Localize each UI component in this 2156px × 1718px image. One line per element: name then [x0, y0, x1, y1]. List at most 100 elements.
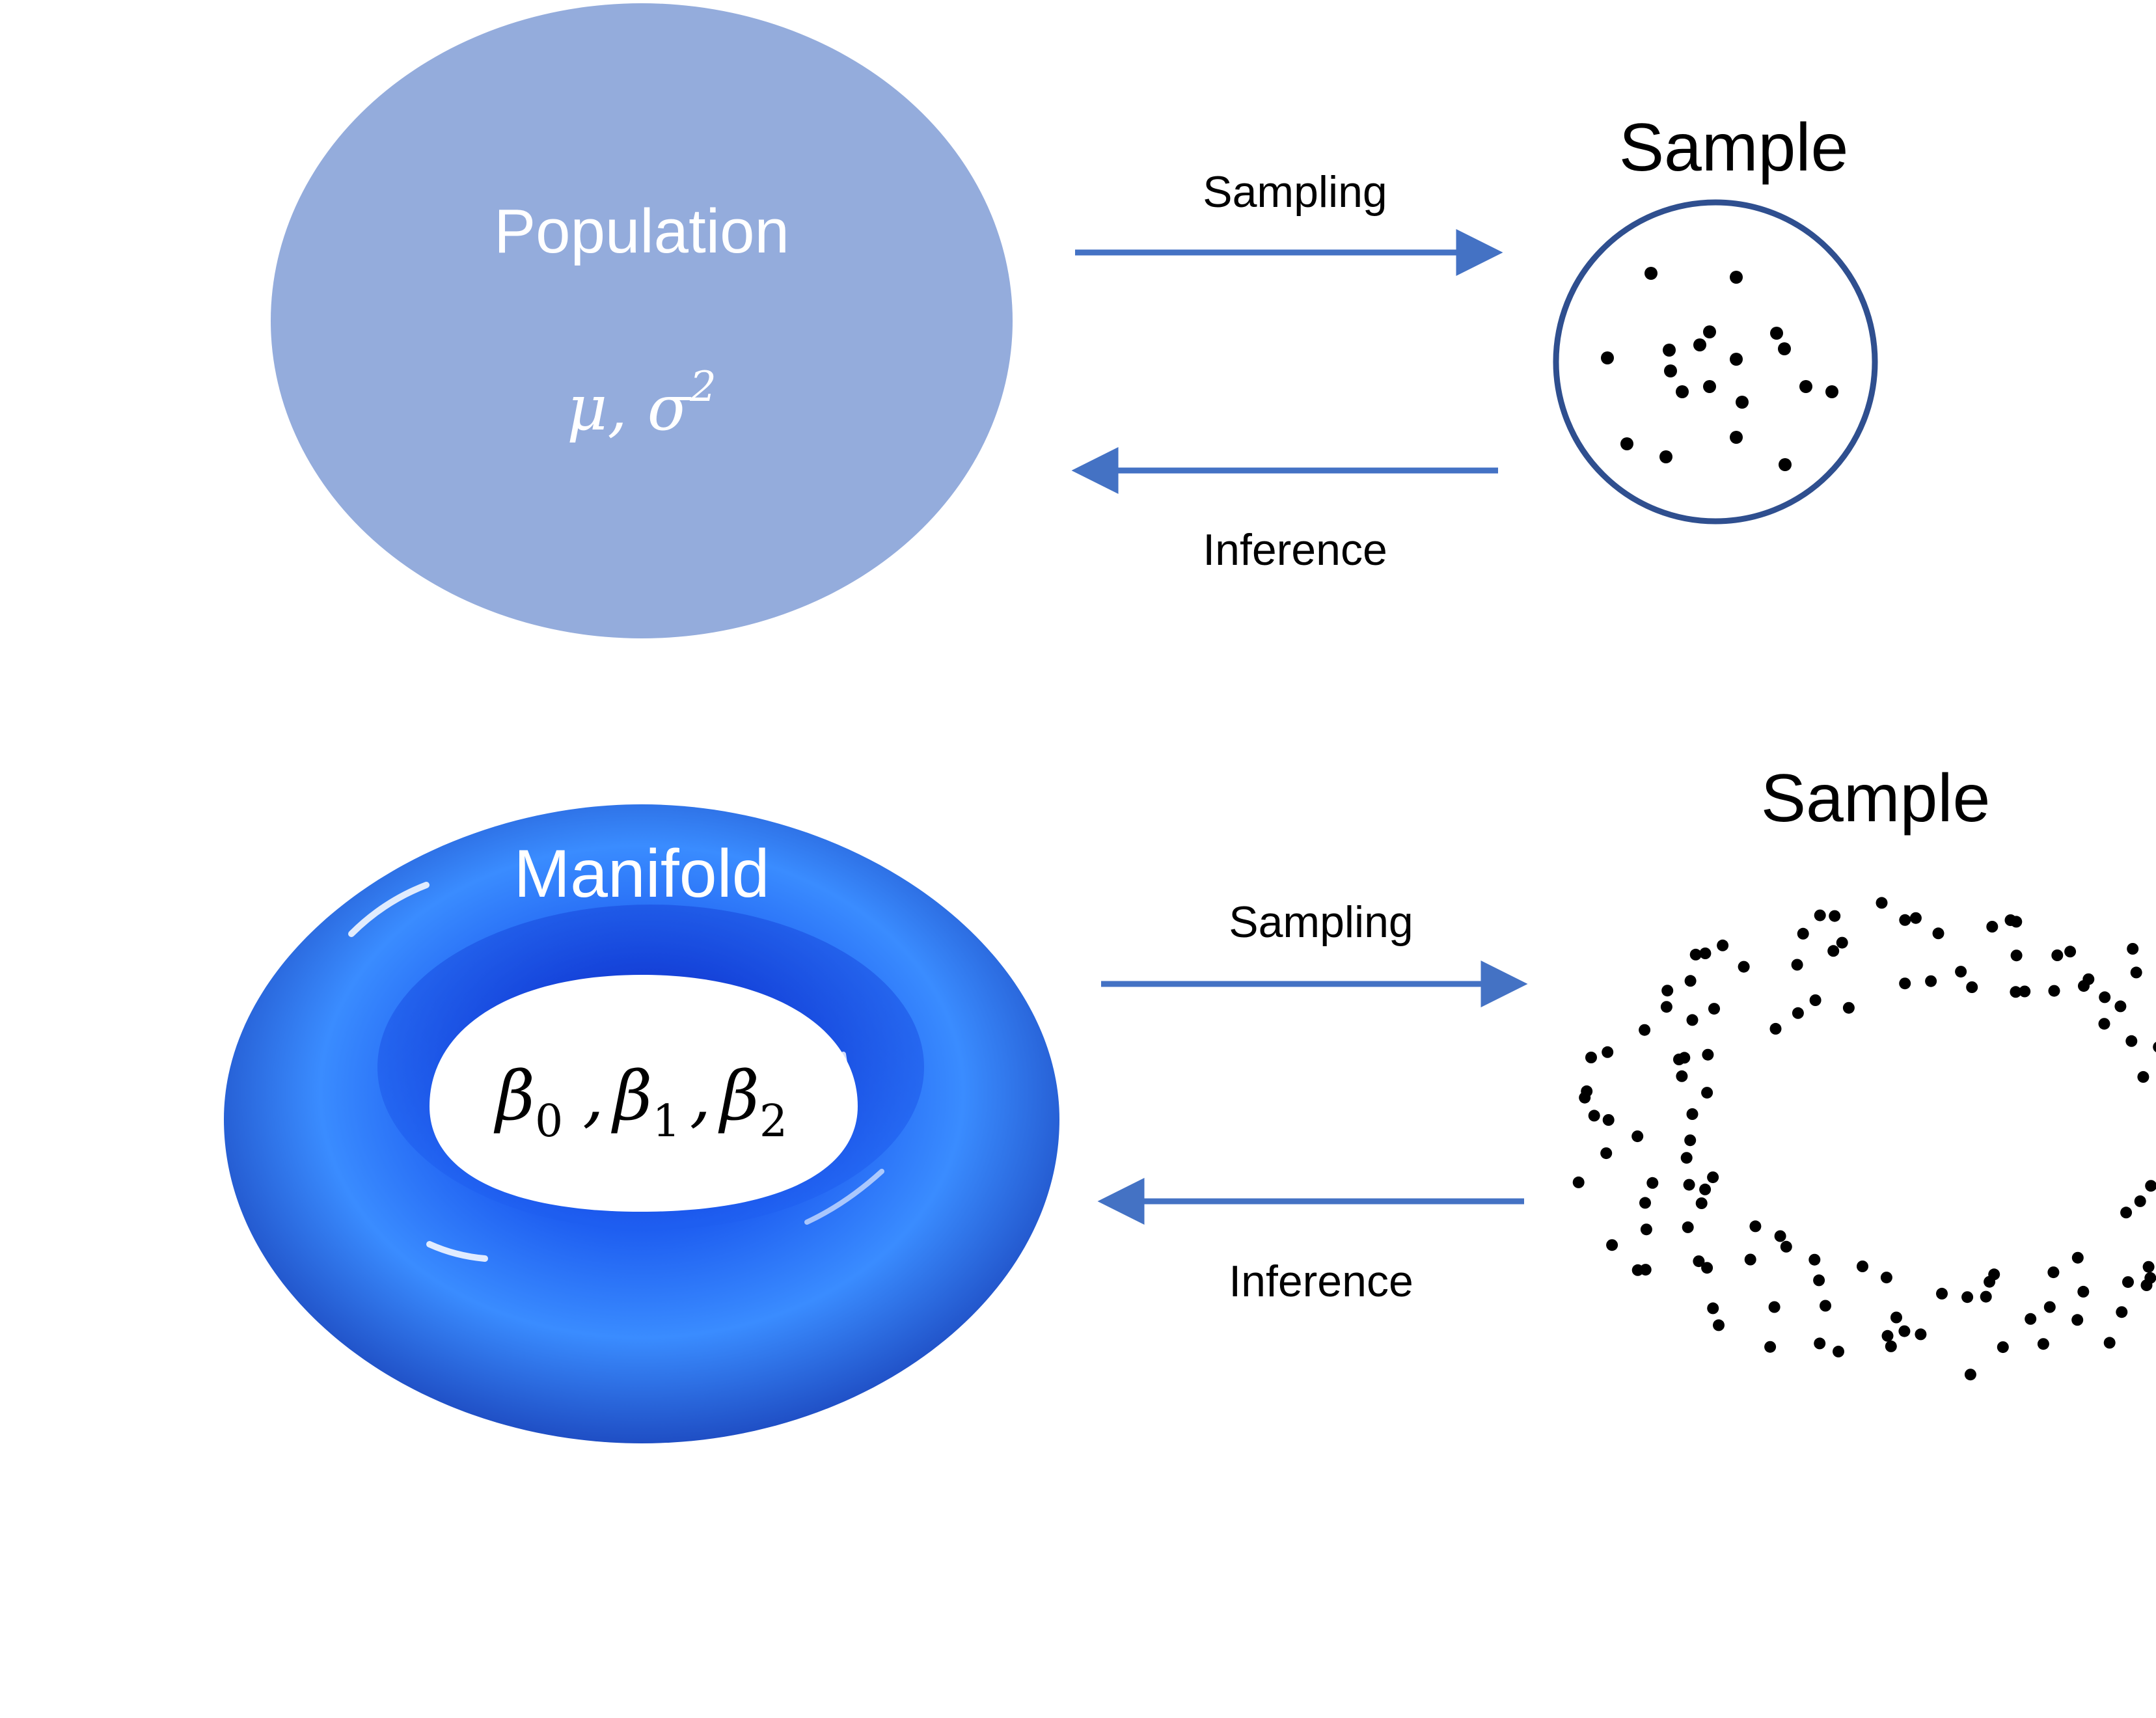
- sample-point: [2071, 1251, 2084, 1264]
- sample-point: [1986, 921, 1999, 933]
- sample-point: [1689, 948, 1702, 961]
- sample-point: [1682, 1221, 1694, 1233]
- torus-highlight-bottom: [426, 1241, 488, 1262]
- sample-point: [1678, 1052, 1691, 1064]
- sample-point: [1664, 364, 1677, 377]
- sample-point: [1644, 267, 1658, 280]
- sample-point: [1827, 945, 1840, 957]
- sample-point: [2120, 1207, 2133, 1219]
- sample-point: [2037, 1338, 2049, 1350]
- manifold-group: Manifold β0,β1,β2: [224, 804, 1059, 1443]
- sample-point: [1631, 1130, 1644, 1143]
- sample-point: [1684, 975, 1697, 987]
- sample-point: [2116, 1306, 2128, 1318]
- sample-point: [1820, 1300, 1831, 1312]
- sample-point: [1684, 1134, 1697, 1147]
- sample-point: [1581, 1085, 1593, 1097]
- sample-point: [2047, 1266, 2060, 1279]
- betti-1-sub: 1: [652, 1096, 680, 1147]
- sample-point: [1686, 1108, 1699, 1120]
- top-sampling-label: Sampling: [1203, 167, 1387, 217]
- sample-point: [2122, 1276, 2134, 1288]
- population-group: Population μ, σ2: [271, 3, 1013, 638]
- sample-point: [1585, 1052, 1597, 1063]
- sample-point: [1779, 458, 1792, 471]
- sample-point: [1703, 380, 1716, 393]
- sample-point: [1730, 353, 1743, 366]
- sample-point: [1702, 1048, 1714, 1061]
- sample-point: [1769, 1022, 1782, 1035]
- top-sample-points: [1601, 267, 1838, 471]
- sample-point: [2140, 1279, 2153, 1291]
- torus-highlight-left: [348, 882, 430, 937]
- sample-point: [1744, 1253, 1756, 1266]
- sample-point: [2098, 1018, 2110, 1030]
- sample-point: [1881, 1329, 1894, 1342]
- population-label: Population: [494, 197, 789, 266]
- bottom-inference-label: Inference: [1229, 1257, 1413, 1306]
- sample-point: [1620, 437, 1633, 450]
- bottom-arrows: Sampling Inference: [1097, 897, 1528, 1306]
- sample-point: [1602, 1046, 1614, 1058]
- manifold-label: Manifold: [513, 836, 769, 912]
- sample-point: [1708, 1003, 1720, 1015]
- sample-point: [2019, 985, 2031, 998]
- sample-point: [1814, 909, 1826, 921]
- sample-point: [2078, 980, 2090, 992]
- sample-point: [1813, 1274, 1825, 1287]
- sample-point: [1676, 385, 1689, 398]
- sample-point: [1717, 939, 1729, 951]
- torus-hole: [430, 975, 858, 1212]
- sample-point: [1660, 1001, 1672, 1013]
- bottom-sampling-label: Sampling: [1229, 897, 1413, 947]
- sample-point: [1997, 1341, 2009, 1354]
- sample-point: [1885, 1340, 1897, 1352]
- sample-point: [1606, 1239, 1618, 1251]
- sample-point: [1780, 1240, 1792, 1253]
- top-arrows: Sampling Inference: [1071, 167, 1503, 575]
- sample-point: [1966, 981, 1978, 993]
- top-inference-label: Inference: [1203, 525, 1387, 575]
- sample-point: [1699, 948, 1712, 959]
- sample-point: [1925, 975, 1937, 987]
- sample-point: [1880, 1272, 1892, 1284]
- sample-point: [1707, 1171, 1719, 1184]
- sample-point: [2064, 946, 2077, 958]
- sample-point: [1936, 1287, 1948, 1300]
- sample-point: [1829, 910, 1841, 922]
- sample-point: [2048, 985, 2060, 997]
- sample-point: [1980, 1290, 1992, 1303]
- sample-point: [2071, 1314, 2084, 1326]
- sample-point: [2077, 1285, 2090, 1298]
- sample-point: [1890, 1311, 1902, 1324]
- sample-point: [1686, 1014, 1699, 1026]
- sample-point: [1703, 325, 1716, 338]
- top-sample-circle: [1553, 199, 1878, 525]
- betti-2-sub: 2: [759, 1096, 787, 1147]
- sample-point: [2130, 966, 2142, 979]
- sample-point: [1602, 1114, 1615, 1126]
- sample-point: [2043, 1301, 2056, 1313]
- betti-0-symbol: β: [493, 1056, 535, 1136]
- sample-point: [1932, 927, 1944, 940]
- sample-point: [1572, 1176, 1585, 1188]
- sample-point: [1778, 342, 1791, 355]
- sample-point: [1857, 1261, 1868, 1272]
- sample-point: [1680, 1152, 1693, 1164]
- sample-point: [1730, 271, 1743, 284]
- sample-point: [2103, 1337, 2116, 1349]
- sample-point: [1909, 912, 1922, 924]
- population-ellipse: [271, 3, 1013, 638]
- top-sample-title: Sample: [1619, 110, 1849, 185]
- sample-point: [1707, 1302, 1719, 1315]
- sample-point: [1631, 1264, 1644, 1276]
- sample-point: [1988, 1268, 2000, 1281]
- sample-point: [1730, 431, 1743, 444]
- sample-point: [2010, 949, 2023, 962]
- sample-point: [1695, 1197, 1708, 1209]
- sample-point: [1808, 1253, 1821, 1266]
- sample-point: [1955, 966, 1967, 978]
- sample-point: [2137, 1070, 2149, 1083]
- sample-point: [1836, 936, 1848, 949]
